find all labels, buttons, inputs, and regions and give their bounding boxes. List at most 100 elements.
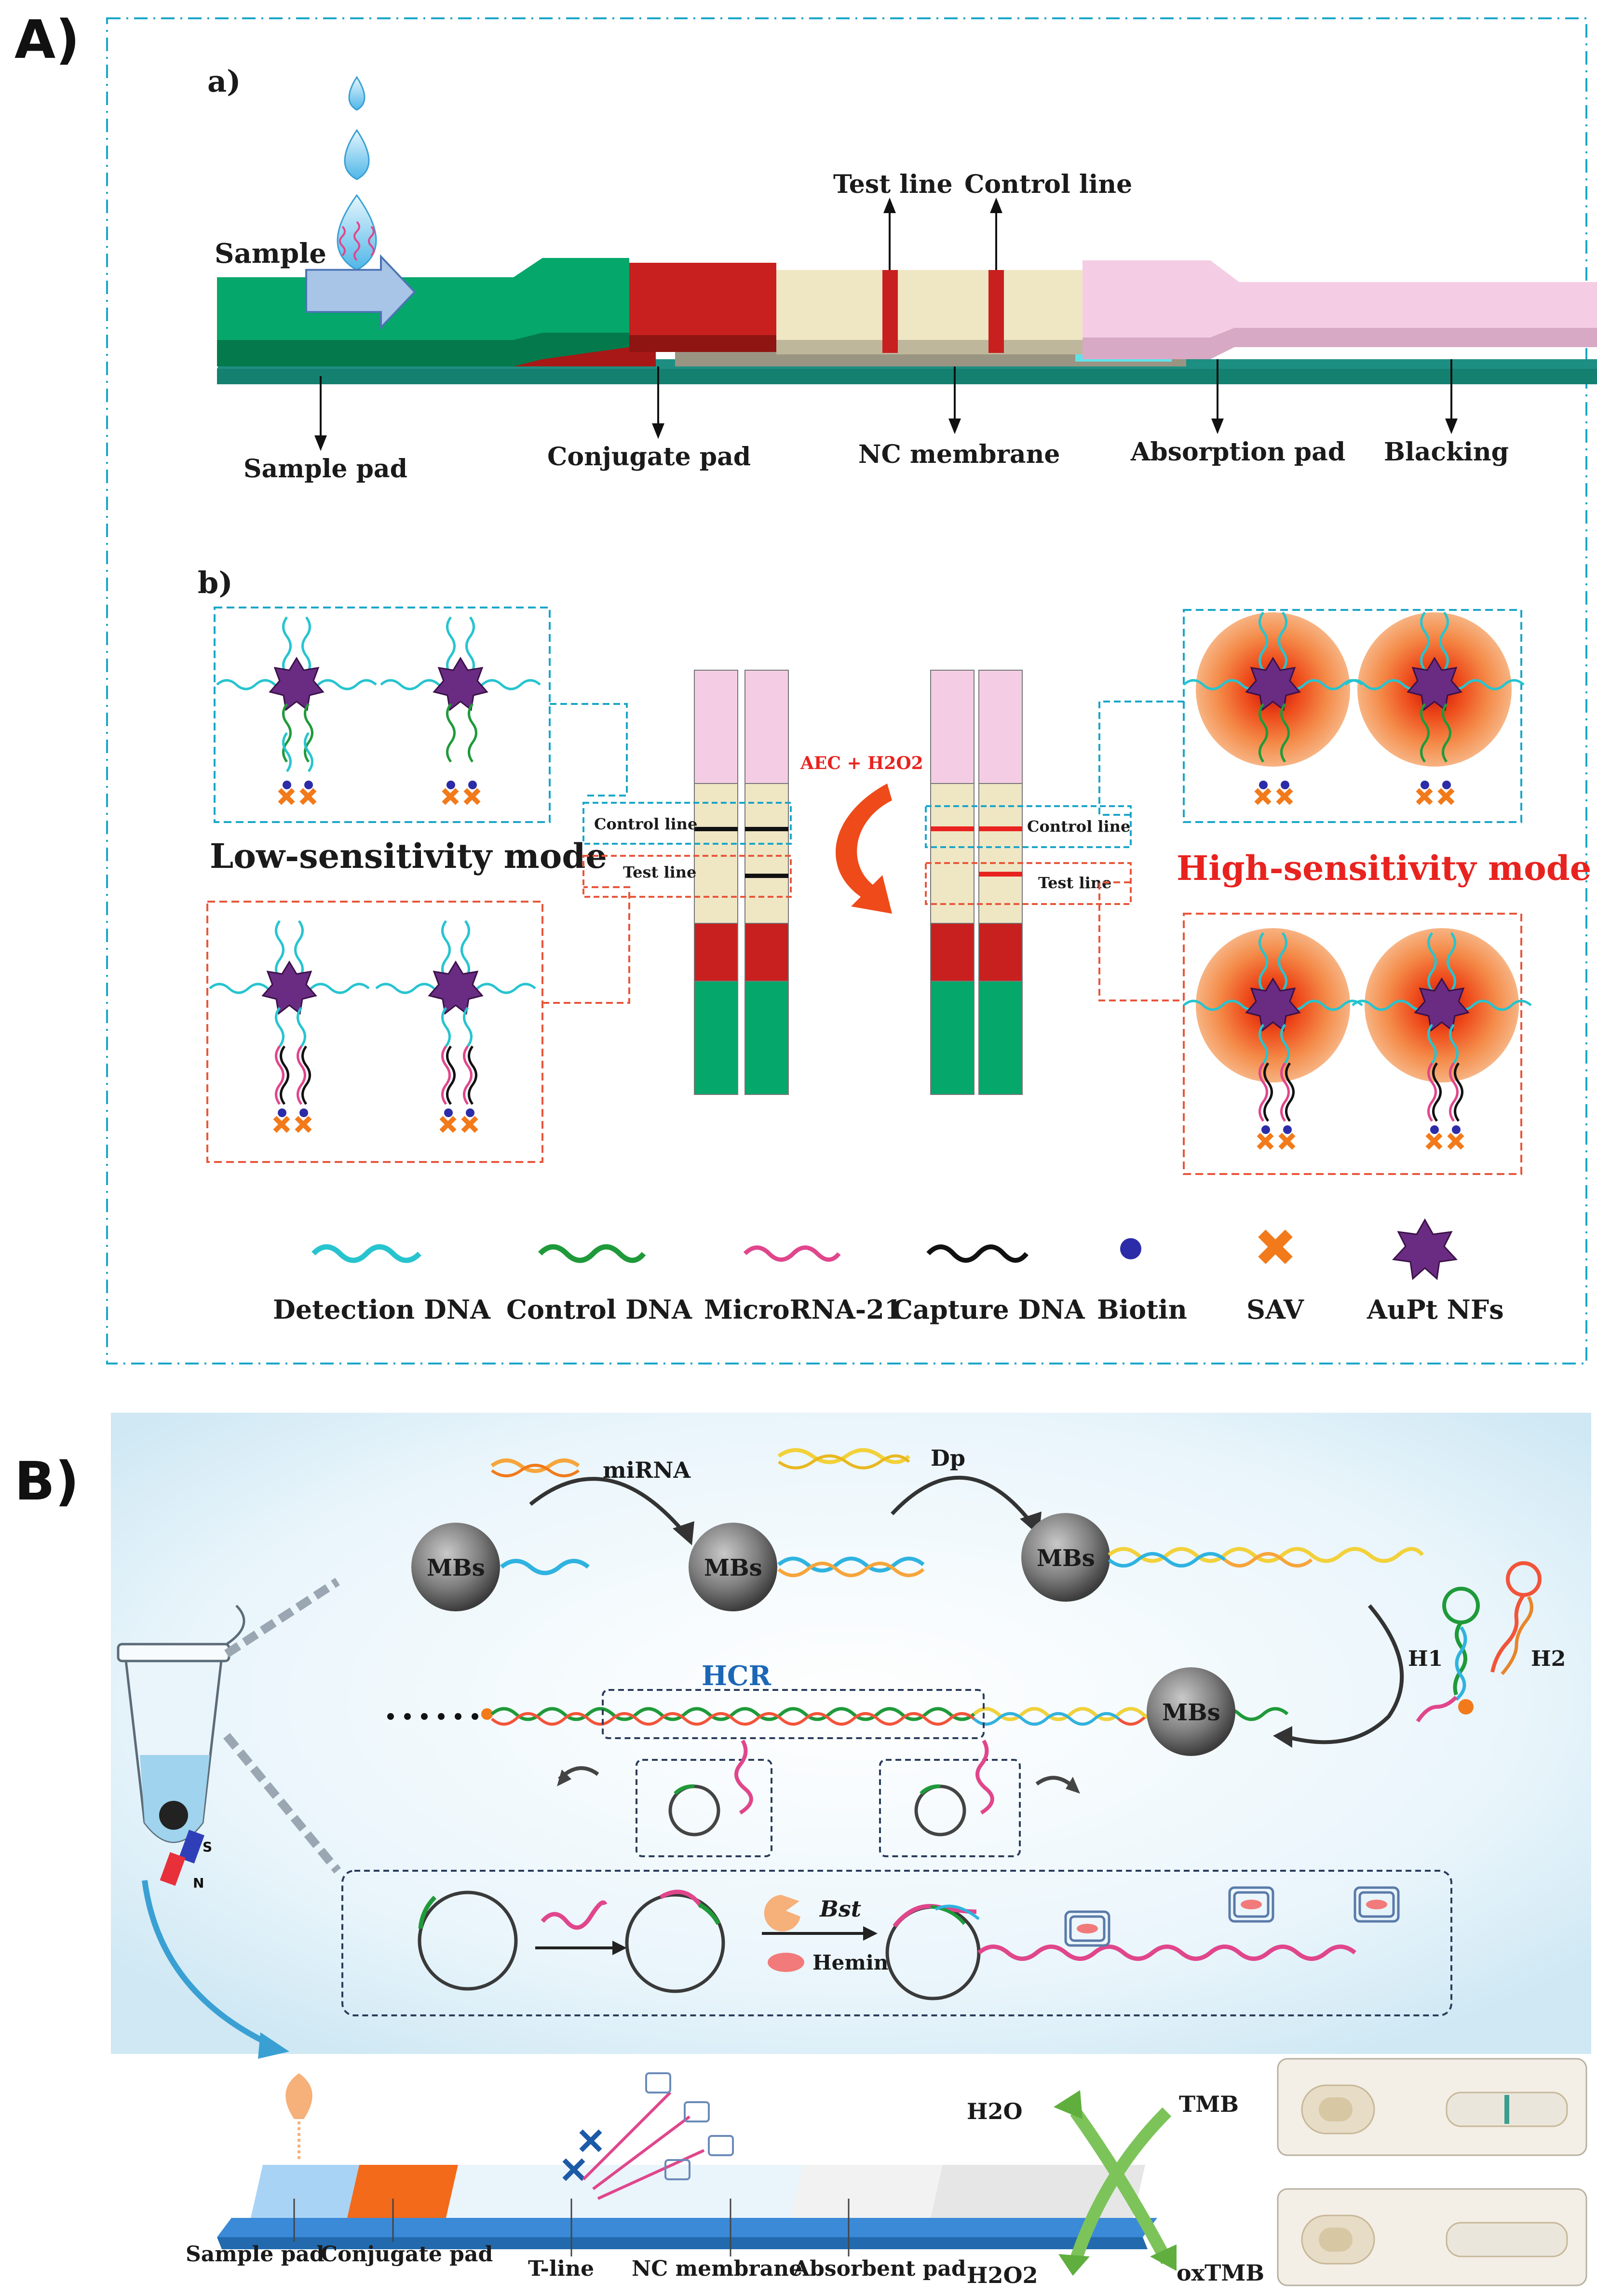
nc-membrane-label: NC membrane <box>858 440 1060 469</box>
test-cassette-bottom <box>1277 2188 1587 2286</box>
panel-a-frame <box>106 17 1587 1364</box>
legend-capture-dna-icon <box>926 1244 1029 1263</box>
b-conjugate-pad-label: Conjugate pad <box>321 2242 493 2267</box>
magnetic-bead-3 <box>1021 1513 1110 1602</box>
lateral-flow-strip <box>217 254 1597 384</box>
strips-after <box>930 670 1023 1095</box>
blacking-label: Blacking <box>1384 437 1509 467</box>
g-quadruplex-icons <box>1064 1886 1400 1947</box>
reaction-arrow <box>836 783 892 914</box>
legend-control-dna-icon <box>538 1244 646 1263</box>
panel-b-label: B) <box>14 1450 79 1512</box>
bst-polymerase-icon <box>764 1895 800 1931</box>
reagent-label: AEC + H2O2 <box>800 753 923 773</box>
legend-label-5: SAV <box>1246 1294 1304 1325</box>
dp-strand-icon <box>777 1448 910 1470</box>
magnetic-bead-1 <box>411 1523 500 1611</box>
b-sample-pad-label: Sample pad <box>186 2242 325 2267</box>
tmb-label: TMB <box>1179 2091 1239 2117</box>
mbs-label-4: MBs <box>1162 1699 1220 1726</box>
right-control-line-label: Control line <box>1027 817 1130 836</box>
h2o2-label: H2O2 <box>967 2262 1038 2288</box>
panel-b: B) miRNA Dp MBs MBs MBs <box>14 1413 1591 2288</box>
mbs-label-1: MBs <box>427 1554 485 1581</box>
h2o-label: H2O <box>967 2098 1023 2124</box>
mirna-label: miRNA <box>603 1457 691 1483</box>
right-test-line-label: Test line <box>1038 874 1111 892</box>
microcentrifuge-tube-icon <box>117 1605 245 1886</box>
low-sensitivity-detection-box <box>214 607 551 823</box>
left-test-line-label: Test line <box>623 863 696 881</box>
nc-membrane-shape <box>776 270 1085 352</box>
left-control-line-label: Control line <box>594 815 697 833</box>
mirna-strand-icon <box>490 1459 580 1477</box>
b-t-line-label: T-line <box>528 2256 594 2281</box>
conjugate-pad-shape <box>629 263 776 347</box>
mbs-label-2: MBs <box>704 1554 762 1581</box>
legend-label-4: Biotin <box>1097 1294 1187 1325</box>
magnet-n-label: N <box>193 1875 204 1891</box>
strip-leaders <box>314 197 1458 451</box>
curved-arrow-to-strip <box>142 1880 271 2047</box>
control-line-mark <box>988 270 1004 353</box>
high-sensitivity-test-box <box>1183 913 1532 1175</box>
sample-label: Sample <box>215 238 326 270</box>
legend-label-2: MicroRNA-21 <box>704 1294 902 1325</box>
connector-lines-right <box>1098 701 1184 1001</box>
panel-a: A) a) Sample <box>14 9 1597 1364</box>
left-test-box <box>582 855 792 898</box>
panel-a-label: A) <box>14 9 80 70</box>
legend-label-0: Detection DNA <box>273 1294 491 1325</box>
low-sensitivity-test-box <box>206 901 543 1163</box>
sample-drops <box>337 76 377 271</box>
legend-sav-icon <box>1258 1229 1293 1264</box>
legend-detection-dna-icon <box>311 1244 421 1263</box>
test-line-label: Test line <box>833 170 953 199</box>
sub-a-label: a) <box>207 64 241 99</box>
flow-arrow <box>305 254 416 330</box>
hcr-label: HCR <box>702 1660 771 1692</box>
sample-pad-label: Sample pad <box>244 454 407 484</box>
hcr-box <box>602 1689 985 1739</box>
h1-label: H1 <box>1408 1647 1443 1671</box>
h2-hairpin-icon <box>1490 1561 1542 1675</box>
control-line-label: Control line <box>964 170 1132 199</box>
b-nc-membrane-label: NC membrane <box>632 2256 802 2281</box>
legend-biotin-icon <box>1120 1238 1141 1259</box>
legend-aupt-icon <box>1392 1218 1458 1280</box>
right-test-box <box>925 862 1132 905</box>
strips-before <box>694 670 789 1095</box>
legend-label-1: Control DNA <box>506 1294 692 1325</box>
legend: Detection DNA Control DNA MicroRNA-21 Ca… <box>273 1218 1504 1325</box>
magnetic-bead-4 <box>1147 1667 1235 1756</box>
legend-label-3: Capture DNA <box>892 1294 1085 1325</box>
conjugate-pad-label: Conjugate pad <box>547 442 751 472</box>
hemin-label: Hemin <box>812 1951 888 1974</box>
low-sensitivity-label: Low-sensitivity mode <box>210 836 607 876</box>
legend-label-6: AuPt NFs <box>1367 1294 1504 1325</box>
circle-box-left <box>636 1759 772 1857</box>
h1-hairpin-icon <box>1416 1587 1480 1723</box>
tmb-reaction-arrows <box>1054 2090 1177 2276</box>
legend-microrna-icon <box>743 1245 841 1262</box>
h2-label: H2 <box>1531 1647 1566 1671</box>
absorption-pad-label: Absorption pad <box>1130 437 1345 467</box>
b-absorbent-pad-label: Absorbent pad <box>793 2256 966 2281</box>
mbs-label-3: MBs <box>1037 1545 1095 1572</box>
rca-product <box>977 1945 1356 1961</box>
strip-b-leaders <box>293 2199 850 2256</box>
test-cassette-top <box>1277 2058 1587 2156</box>
oxtmb-label: oxTMB <box>1177 2260 1264 2286</box>
dp-label: Dp <box>931 1445 965 1471</box>
dots <box>387 1713 394 1720</box>
left-control-box <box>582 802 792 845</box>
high-sensitivity-detection-box <box>1183 609 1525 823</box>
bst-label: Bst <box>819 1896 861 1922</box>
magnet-s-label: S <box>203 1839 212 1855</box>
hemin-icon <box>768 1953 804 1972</box>
high-sensitivity-label: High-sensitivity mode <box>1177 848 1591 888</box>
magnetic-bead-2 <box>689 1523 777 1611</box>
aupt-nanoflower-complex <box>216 616 377 805</box>
right-control-box <box>925 805 1132 848</box>
